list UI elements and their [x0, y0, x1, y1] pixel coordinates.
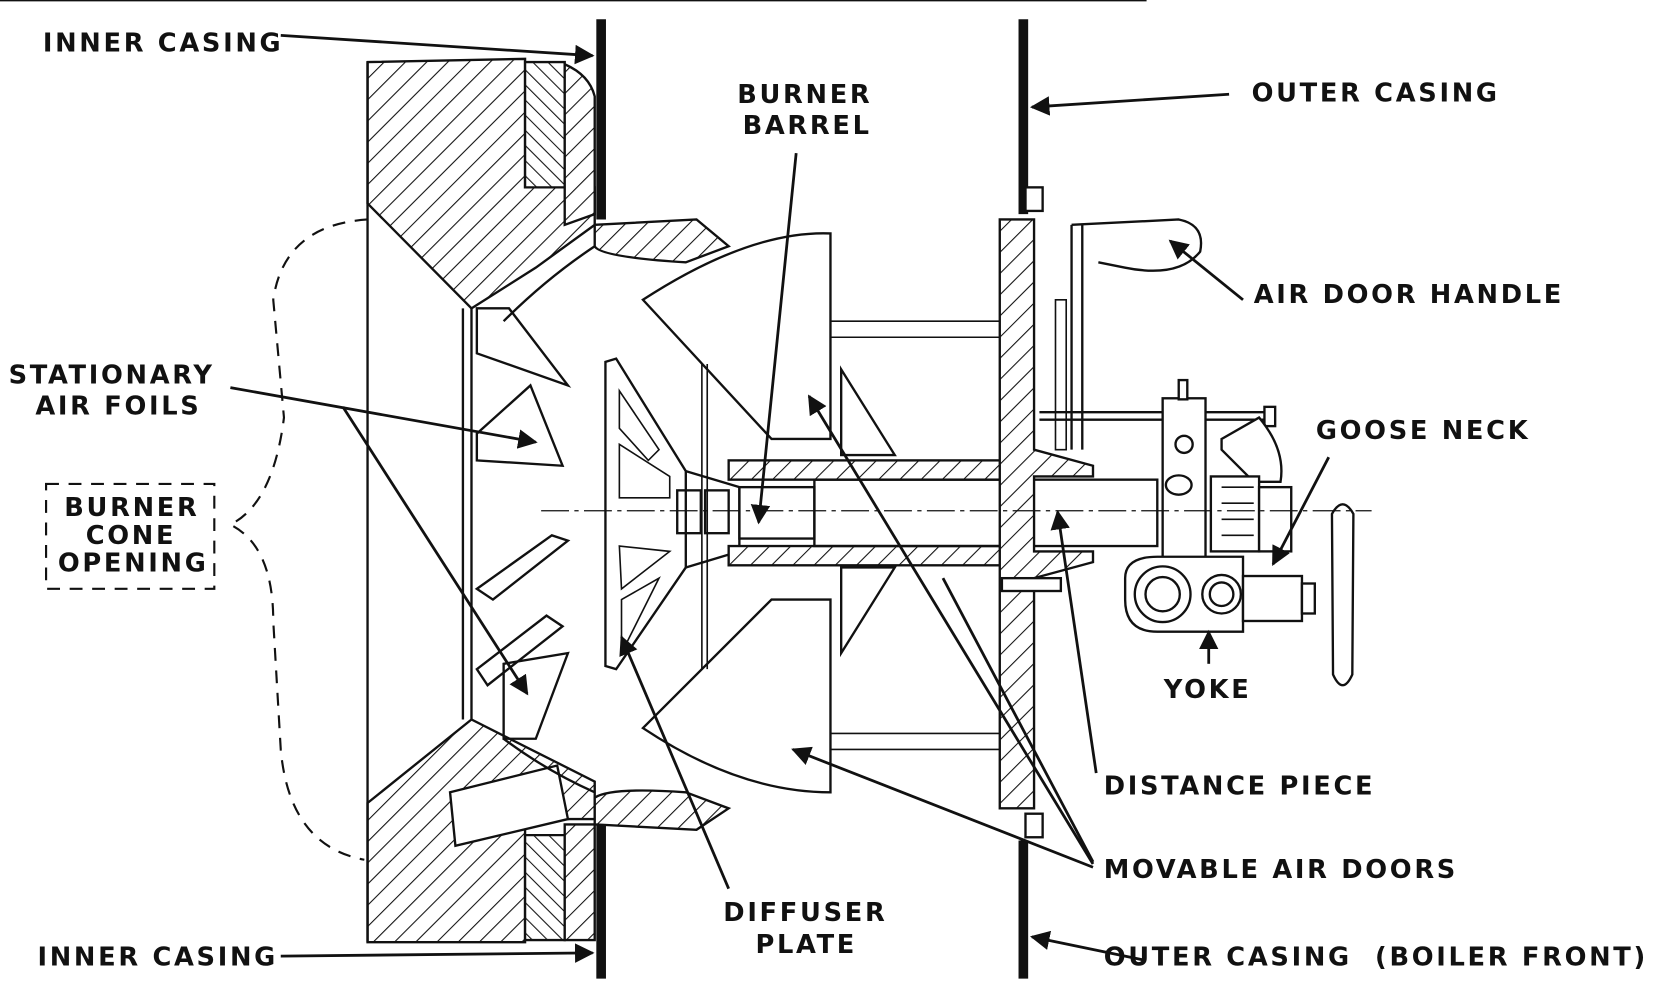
register-housing: [502, 218, 732, 831]
label-inner-casing-bottom: INNER CASING: [38, 943, 278, 973]
label-burner-barrel-2: BARREL: [743, 111, 872, 141]
label-goose-neck: GOOSE NECK: [1316, 416, 1530, 446]
refractory-bottom: [366, 718, 596, 944]
label-stationary-air-foils-1: STATIONARY: [9, 360, 215, 390]
burner-cone-opening-outline: [45, 218, 368, 861]
diffuser-plate: [604, 357, 741, 671]
label-distance-piece: DISTANCE PIECE: [1104, 771, 1376, 801]
cone-throat: [366, 62, 473, 943]
label-movable-air-doors: MOVABLE AIR DOORS: [1104, 855, 1458, 885]
stationary-air-foils: [474, 307, 572, 740]
movable-air-doors: [641, 232, 897, 794]
label-air-door-handle: AIR DOOR HANDLE: [1254, 280, 1564, 310]
label-outer-casing: OUTER CASING: [1252, 79, 1500, 109]
leader-lines: [0, 0, 1330, 963]
label-burner-cone-opening-2: CONE: [86, 521, 176, 551]
support-rods: [701, 320, 1002, 751]
label-burner-cone-opening-3: OPENING: [58, 549, 209, 579]
yoke-goose-neck: [1039, 378, 1355, 687]
label-stationary-air-foils-2: AIR FOILS: [35, 391, 201, 421]
label-inner-casing-top: INNER CASING: [43, 28, 283, 58]
label-burner-cone-opening-1: BURNER: [64, 493, 199, 523]
label-diffuser-plate-1: DIFFUSER: [723, 898, 887, 928]
label-burner-barrel-1: BURNER: [737, 80, 872, 110]
front-plate: [998, 186, 1095, 839]
label-yoke: YOKE: [1163, 675, 1252, 705]
refractory-top: [366, 57, 596, 310]
label-diffuser-plate-2: PLATE: [755, 930, 857, 960]
label-outer-casing-boiler-front: OUTER CASING (BOILER FRONT): [1104, 943, 1648, 973]
